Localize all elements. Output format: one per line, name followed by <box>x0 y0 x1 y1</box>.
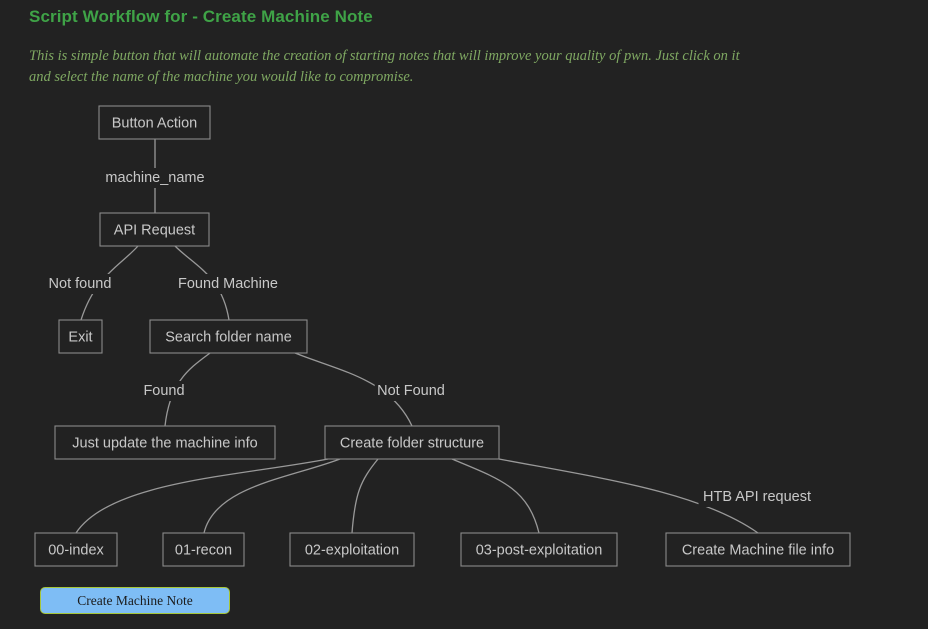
flow-node-label: 00-index <box>48 542 104 558</box>
edge-label-backdrop <box>698 487 816 507</box>
edge-label-backdrop <box>176 274 280 294</box>
edge-label-backdrop <box>374 381 448 401</box>
edge-label-backdrop <box>142 381 186 401</box>
flow-edge-label: Found Machine <box>176 274 280 294</box>
flow-edge <box>164 352 211 427</box>
edge-label-backdrop <box>107 168 203 188</box>
flow-node-create-folder-struct: Create folder structure <box>324 425 500 460</box>
edge-label-text: HTB API request <box>703 489 811 505</box>
flow-node-box <box>149 319 308 354</box>
flow-node-box <box>665 532 851 567</box>
flow-edge-label: HTB API request <box>698 487 816 507</box>
flow-node-box <box>460 532 618 567</box>
flow-node-box <box>324 425 500 460</box>
flow-node-label: Create folder structure <box>340 435 484 451</box>
flow-node-03-post-exploitation: 03-post-exploitation <box>460 532 618 567</box>
flow-node-box <box>54 425 276 460</box>
edge-label-text: Found Machine <box>178 276 278 292</box>
flow-node-box <box>99 212 210 247</box>
flow-node-button-action: Button Action <box>98 105 211 140</box>
page-title: Script Workflow for - Create Machine Not… <box>29 7 373 26</box>
flow-edge-label: Not found <box>43 274 117 294</box>
flow-node-01-recon: 01-recon <box>162 532 245 567</box>
flow-edge <box>451 458 540 534</box>
flow-edge-label: machine_name <box>105 168 205 188</box>
edge-label-text: Found <box>143 383 184 399</box>
flow-node-create-machine-file: Create Machine file info <box>665 532 851 567</box>
flow-node-label: 01-recon <box>175 542 232 558</box>
flow-node-just-update-info: Just update the machine info <box>54 425 276 460</box>
flow-edge-label: Not Found <box>374 381 448 401</box>
create-machine-note-button[interactable]: Create Machine Note <box>40 587 230 614</box>
flow-edge <box>294 352 413 427</box>
edge-label-backdrop <box>43 274 117 294</box>
flow-node-api-request: API Request <box>99 212 210 247</box>
page-description: This is simple button that will automate… <box>29 48 740 85</box>
flow-edge-label: Found <box>142 381 186 401</box>
flow-edge <box>498 458 759 534</box>
flow-node-exit: Exit <box>58 319 103 354</box>
flow-node-label: API Request <box>114 222 195 238</box>
flow-node-02-exploitation: 02-exploitation <box>289 532 415 567</box>
flow-node-label: Exit <box>68 329 92 345</box>
edge-label-text: Not Found <box>377 383 445 399</box>
flow-node-box <box>98 105 211 140</box>
flow-node-box <box>289 532 415 567</box>
flow-node-search-folder-name: Search folder name <box>149 319 308 354</box>
flow-node-label: 03-post-exploitation <box>476 542 603 558</box>
edge-label-text: machine_name <box>105 170 204 186</box>
edge-label-text: Not found <box>49 276 112 292</box>
flow-edge <box>75 458 329 534</box>
flow-node-label: Just update the machine info <box>72 435 257 451</box>
flow-node-box <box>34 532 118 567</box>
flow-edge <box>351 458 379 534</box>
flow-node-label: Search folder name <box>165 329 292 345</box>
flow-node-box <box>58 319 103 354</box>
flowchart-edges <box>75 139 759 534</box>
flow-node-label: Create Machine file info <box>682 542 834 558</box>
flow-node-box <box>162 532 245 567</box>
flow-node-label: Button Action <box>112 115 197 131</box>
flow-edge <box>203 458 341 534</box>
flow-node-00-index: 00-index <box>34 532 118 567</box>
flow-node-label: 02-exploitation <box>305 542 399 558</box>
